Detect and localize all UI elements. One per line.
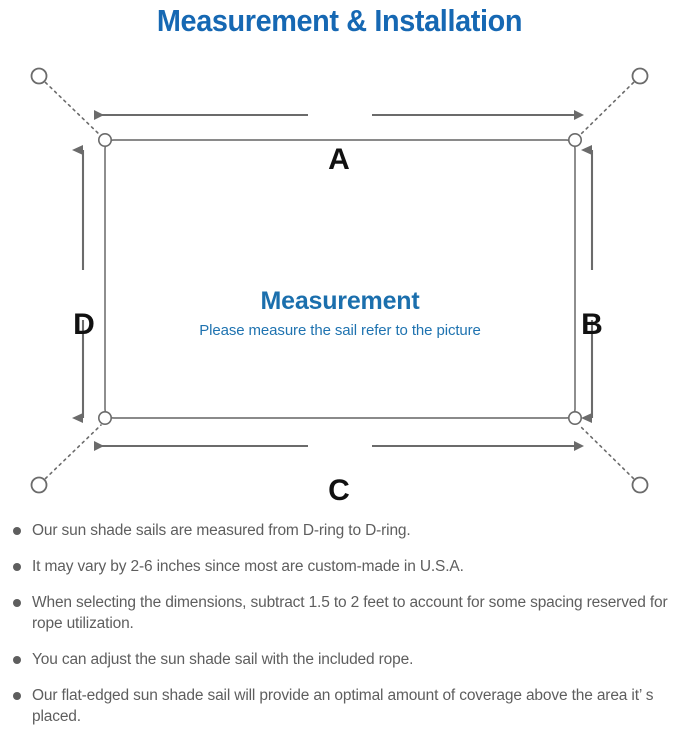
note-text: Our flat-edged sun shade sail will provi… bbox=[32, 687, 654, 725]
rope-top-left bbox=[44, 81, 102, 137]
bullet-icon bbox=[13, 563, 21, 571]
bullet-icon bbox=[13, 692, 21, 700]
anchor-ring-top-left bbox=[30, 67, 48, 85]
list-item: Our sun shade sails are measured from D-… bbox=[0, 520, 679, 541]
bullet-icon bbox=[13, 527, 21, 535]
note-text: When selecting the dimensions, subtract … bbox=[32, 594, 668, 632]
sail-center-caption: Measurement Please measure the sail refe… bbox=[115, 286, 565, 342]
d-ring-top-right bbox=[567, 133, 582, 148]
sun-shade-sail-measurement-diagram: A B C D Measurement Please measure the s… bbox=[0, 48, 679, 518]
sail-shape bbox=[104, 139, 576, 419]
anchor-ring-top-right bbox=[631, 67, 649, 85]
list-item: When selecting the dimensions, subtract … bbox=[0, 592, 679, 634]
rope-bottom-left bbox=[44, 424, 102, 480]
rope-bottom-right bbox=[578, 424, 635, 480]
note-text: Our sun shade sails are measured from D-… bbox=[32, 522, 411, 539]
note-text: You can adjust the sun shade sail with t… bbox=[32, 651, 414, 668]
dimension-label-a: A bbox=[328, 143, 350, 176]
anchor-ring-bottom-right bbox=[631, 476, 649, 494]
dimension-label-b: B bbox=[581, 308, 603, 341]
list-item: It may vary by 2-6 inches since most are… bbox=[0, 556, 679, 577]
note-text: It may vary by 2-6 inches since most are… bbox=[32, 558, 464, 575]
anchor-ring-bottom-left bbox=[30, 476, 48, 494]
list-item: Our flat-edged sun shade sail will provi… bbox=[0, 685, 679, 727]
page-title: Measurement & Installation bbox=[156, 3, 523, 38]
measurement-heading: Measurement bbox=[260, 287, 420, 315]
d-ring-top-left bbox=[98, 133, 113, 148]
bullet-icon bbox=[13, 599, 21, 607]
d-ring-bottom-left bbox=[98, 410, 113, 425]
bullet-icon bbox=[13, 656, 21, 664]
list-item: You can adjust the sun shade sail with t… bbox=[0, 649, 679, 670]
dimension-label-d: D bbox=[73, 308, 95, 341]
dimension-label-c: C bbox=[328, 474, 350, 507]
rope-top-right bbox=[578, 81, 635, 137]
d-ring-bottom-right bbox=[567, 410, 582, 425]
diagram-svg bbox=[30, 67, 649, 494]
measurement-subtext: Please measure the sail refer to the pic… bbox=[199, 322, 481, 339]
notes-list: Our sun shade sails are measured from D-… bbox=[0, 520, 679, 742]
